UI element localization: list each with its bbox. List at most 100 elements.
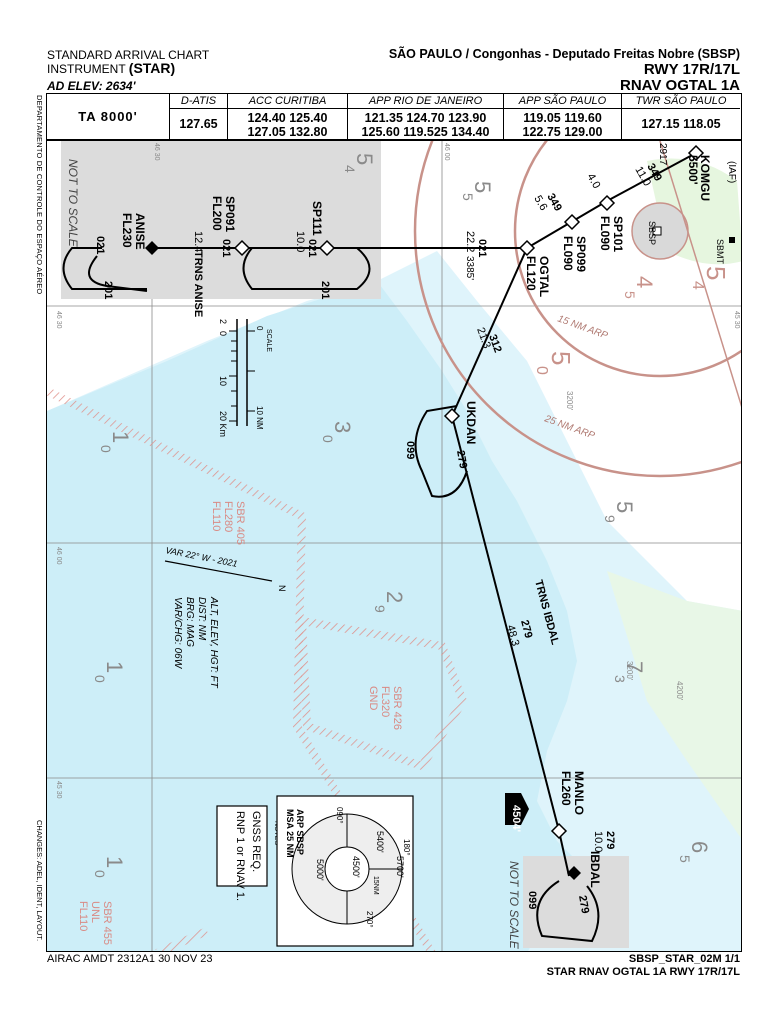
freq-cell-datis: D-ATIS 127.65 xyxy=(170,94,228,139)
airspace-labels: SBR 405 FL280 FL110 SBR 426 FL320 GND SB… xyxy=(77,501,403,945)
ring-radial xyxy=(659,141,741,408)
sp099-level: FL090 xyxy=(561,236,575,271)
freq-cell-app-sp: APP SÃO PAULO 119.05 119.60 122.75 129.0… xyxy=(504,94,622,139)
airport-sbmt-symbol xyxy=(729,237,735,243)
scale-2: 2 xyxy=(218,319,228,324)
course-201-a: 201 xyxy=(102,281,114,299)
airspace-name: SBR 405 xyxy=(234,501,246,545)
sector-digit: 4 xyxy=(632,276,657,288)
contour-labels: 3200' 3200' 4200' xyxy=(565,391,684,701)
course-201-b: 201 xyxy=(319,281,331,299)
komgu-name: KOMGU xyxy=(698,155,712,201)
msa-alt-4500: 4500' xyxy=(351,856,361,878)
waypoint-ukdan-symbol xyxy=(443,407,461,425)
scale-title: SCALE xyxy=(265,329,272,352)
sector-digit: 0 xyxy=(92,870,108,878)
sp091-level: FL200 xyxy=(210,196,224,231)
waypoint-sp111-symbol xyxy=(318,239,336,257)
freq-label: ACC CURITIBA xyxy=(228,94,347,109)
grid-lines xyxy=(47,141,741,951)
sea-area-deep xyxy=(47,281,577,951)
sp091-name: SP091 xyxy=(223,196,237,232)
course-279-a: 279 xyxy=(454,449,469,469)
sector-digit: 5 xyxy=(352,153,377,165)
north-arrow-line xyxy=(164,560,273,582)
chart-code: SBSP_STAR_02M 1/1 xyxy=(628,953,740,965)
scale-0: 0 xyxy=(218,331,228,336)
waypoint-komgu-symbol xyxy=(687,144,705,162)
sector-digit: 5 xyxy=(460,193,476,201)
airport-sbmt-label: SBMT xyxy=(715,239,725,265)
sector-digit: 7 xyxy=(622,661,647,673)
green-terrain xyxy=(607,571,741,839)
sector-digit: 5 xyxy=(470,181,495,193)
scale-10: 10 xyxy=(218,376,228,386)
ukdan-name: UKDAN xyxy=(464,401,478,444)
freq-value: 119.05 119.60 xyxy=(523,111,602,125)
sector-digit: 6 xyxy=(687,841,712,853)
msa-alt-5700: 5700' xyxy=(395,856,405,878)
scale-bar: SCALE 2 0 10 20 Km 0 10 NM xyxy=(218,319,272,437)
freq-value: 124.40 125.40 xyxy=(247,111,328,125)
side-text-decea: DEPARTAMENTO DE CONTROLE DO ESPAÇO AÉREO xyxy=(35,95,44,295)
sector-digit: 5 xyxy=(701,266,731,280)
airspace-upper: FL320 xyxy=(379,686,391,717)
waypoint-ogtal-symbol xyxy=(518,239,536,257)
freq-value: 121.35 124.70 123.90 xyxy=(364,111,487,125)
course-021-a: 021 xyxy=(94,236,106,254)
manlo-level: FL260 xyxy=(559,771,573,806)
legend-line: DIST: NM xyxy=(196,597,207,641)
procedure-title: RNAV OGTAL 1A xyxy=(619,77,740,94)
msa-sector-lines xyxy=(346,814,402,924)
grid-coordinate: 46 00 xyxy=(443,143,450,161)
freq-value: 127.15 118.05 xyxy=(641,117,721,131)
contour-label: 4200' xyxy=(675,681,684,701)
chart-type-star: (STAR) xyxy=(128,60,176,76)
chart-type-instrument: INSTRUMENT xyxy=(47,62,126,76)
legend-line: ALT, ELEV, HGT: FT xyxy=(208,596,219,689)
course-099-b: 099 xyxy=(526,891,538,909)
sector-digit: 9 xyxy=(602,515,618,523)
frequency-table: TA 8000' D-ATIS 127.65 ACC CURITIBA 124.… xyxy=(46,93,742,140)
leg-sp091-sp111-dist: 10.0 xyxy=(294,231,306,252)
contour-label: 3200' xyxy=(565,391,574,411)
komgu-iaf: (IAF) xyxy=(726,161,737,183)
sector-digit: 5 xyxy=(677,855,693,863)
freq-value: 125.60 119.525 134.40 xyxy=(361,125,490,139)
msa-brg-270: 270° xyxy=(365,911,374,928)
sector-digit: 0 xyxy=(92,675,108,683)
waypoint-anise-symbol xyxy=(145,241,159,255)
waypoint-sp091-symbol xyxy=(233,239,251,257)
sector-digit: 1 xyxy=(108,431,133,443)
msa-alt-5000: 5000' xyxy=(315,859,325,881)
waypoint-symbols xyxy=(145,144,735,880)
airspace-upper: FL280 xyxy=(222,501,234,532)
sector-digit: 5 xyxy=(546,351,576,365)
airport-title: SÃO PAULO / Congonhas - Deputado Freitas… xyxy=(388,47,740,61)
grid-coordinate: 46 30 xyxy=(153,143,160,161)
airspace-upper: UNL xyxy=(89,901,101,923)
holding-patterns xyxy=(62,247,600,943)
waypoint-labels: ANISE FL230 SP091 FL200 SP111 OGTAL FL12… xyxy=(120,155,737,888)
leg-ogtal-ukdan-course: 312 xyxy=(486,333,504,354)
ad-elevation: AD ELEV: 2634' xyxy=(47,79,136,93)
sector-digit: 3 xyxy=(612,675,628,683)
waypoint-sp099-symbol xyxy=(563,213,581,231)
sector-digit: 4 xyxy=(689,281,706,290)
legend-line: VAR/CHG: 06W xyxy=(172,597,183,670)
units-legend: ALT, ELEV, HGT: FT DIST: NM BRG: MAG VAR… xyxy=(172,596,219,689)
freq-label: TWR SÃO PAULO xyxy=(622,94,740,109)
scale-nm-0: 0 xyxy=(255,326,264,331)
leg-anise-sp091-dist: 12.4 xyxy=(192,231,204,252)
sp099-name: SP099 xyxy=(574,236,588,272)
msa-title-1: MSA 25 NM xyxy=(285,809,295,858)
komgu-extra: 2917 xyxy=(657,143,668,166)
sector-digit: 9 xyxy=(372,605,388,613)
anise-name: ANISE xyxy=(133,213,147,250)
freq-value: 127.65 xyxy=(179,117,218,131)
grid-coordinate: 45 30 xyxy=(55,781,62,799)
sector-digit: 2 xyxy=(382,591,407,603)
chart-map: 4504' ANISE FL230 SP091 FL200 SP111 OGTA… xyxy=(46,140,742,952)
course-021-c: 021 xyxy=(306,239,318,257)
airspace-name: SBR 455 xyxy=(101,901,113,945)
